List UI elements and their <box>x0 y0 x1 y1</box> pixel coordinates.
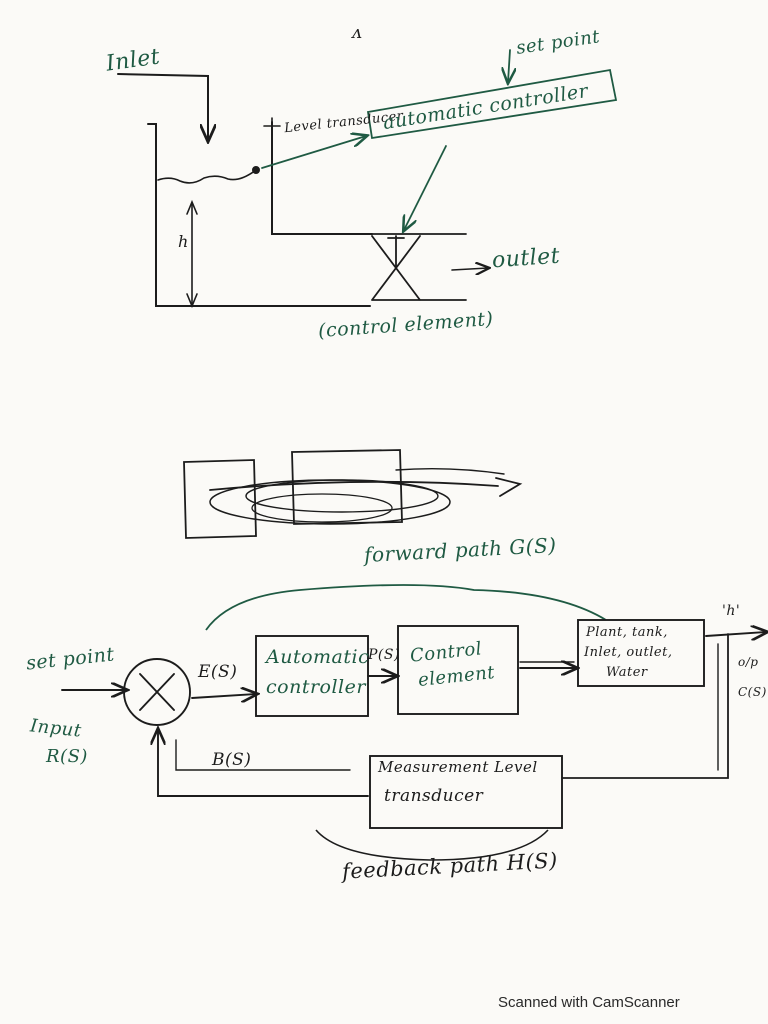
feedback-signal-label: B(S) <box>212 750 252 770</box>
p-signal-label: P(S) <box>368 647 400 663</box>
control-element-block <box>397 625 519 715</box>
controller-block-line1: Automatic <box>266 646 370 668</box>
feedback-return <box>158 730 369 797</box>
forward-path-sketch <box>183 449 523 539</box>
sketch-box-right <box>291 449 403 525</box>
height-label: h <box>178 232 189 251</box>
measurement-block-line1: Measurement Level <box>378 758 538 776</box>
valve-stem <box>387 235 405 267</box>
measurement-block-line2: transducer <box>384 786 484 806</box>
input-signal-label: R(S) <box>46 746 88 767</box>
outlet-arrow <box>451 268 488 270</box>
scanner-watermark: Scanned with CamScanner <box>498 994 680 1011</box>
valve-x <box>371 233 467 301</box>
input-label: Input <box>29 715 83 742</box>
transducer-signal <box>261 136 366 169</box>
top-green-ink <box>261 49 618 230</box>
output-signal-label: C(S) <box>738 685 767 699</box>
tank-sketch <box>117 73 488 309</box>
water-surface <box>157 169 257 184</box>
plant-block-line2: Inlet, outlet, <box>584 645 673 660</box>
plant-block-line1: Plant, tank, <box>586 625 668 640</box>
plant-block <box>577 619 705 687</box>
forward-big-arrow <box>209 477 523 497</box>
transducer-mark <box>263 117 281 135</box>
summing-cross <box>139 673 175 711</box>
error-arrow <box>191 694 256 698</box>
controller-box <box>366 68 618 140</box>
output-label: o/p <box>738 655 759 669</box>
controller-block-line2: controller <box>266 676 366 698</box>
sketch-box-left <box>183 459 257 539</box>
error-signal-label: E(S) <box>198 662 238 682</box>
plant-block-line3: Water <box>606 665 648 680</box>
summing-junction <box>123 658 191 726</box>
tank-wall <box>147 123 371 307</box>
setpoint-arrow <box>508 49 510 82</box>
corner-mark: ᴧ <box>352 22 363 43</box>
tank-right-wall <box>271 121 373 235</box>
output-arrow <box>705 632 766 636</box>
feedback-line <box>561 633 729 779</box>
measurement-block <box>369 755 563 829</box>
output-h-label: 'h' <box>722 603 741 619</box>
float-dot <box>252 166 260 174</box>
controller-to-valve <box>404 145 447 230</box>
inlet-arrow <box>117 73 208 140</box>
outlet-label: outlet <box>491 243 561 274</box>
block-diagram <box>61 619 766 829</box>
forward-path-brace <box>205 584 607 631</box>
feedback-path-brace <box>315 829 549 861</box>
